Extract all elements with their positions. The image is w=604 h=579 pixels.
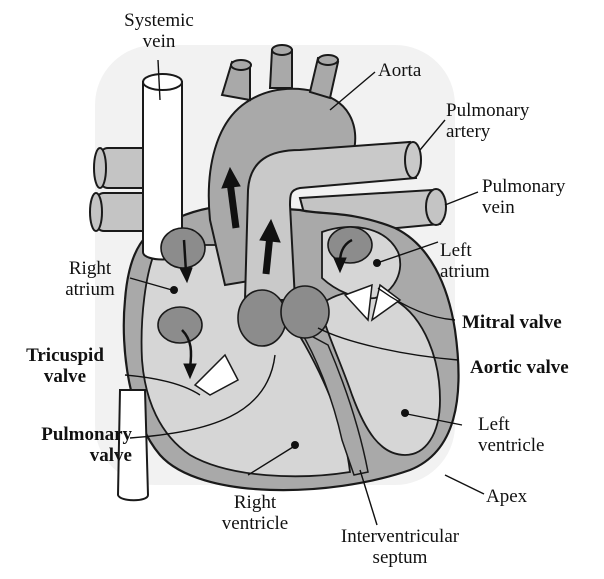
- label-septum-line1: Interventricular: [310, 526, 490, 547]
- label-pulmonary-valve: Pulmonary valve: [8, 424, 132, 466]
- label-pulmonary-valve-line1: Pulmonary: [8, 424, 132, 445]
- pulmonary-valve-shape: [238, 290, 286, 346]
- label-aortic-valve: Aortic valve: [470, 357, 569, 378]
- label-pulmonary-artery-line1: Pulmonary: [446, 100, 529, 121]
- label-septum-line2: septum: [310, 547, 490, 568]
- label-tricuspid-valve-line1: Tricuspid: [10, 345, 120, 366]
- label-right-ventricle: Right ventricle: [200, 492, 310, 534]
- label-left-ventricle-line2: ventricle: [478, 435, 544, 456]
- label-systemic-vein-line2: vein: [104, 31, 214, 52]
- label-pulmonary-artery: Pulmonary artery: [446, 100, 529, 142]
- label-pulmonary-vein-line1: Pulmonary: [482, 176, 565, 197]
- label-left-ventricle-line1: Left: [478, 414, 544, 435]
- label-right-atrium: Right atrium: [50, 258, 130, 300]
- label-right-ventricle-line1: Right: [200, 492, 310, 513]
- label-systemic-vein-line1: Systemic: [104, 10, 214, 31]
- label-tricuspid-valve-line2: valve: [10, 366, 120, 387]
- label-right-atrium-line1: Right: [50, 258, 130, 279]
- label-apex: Apex: [486, 486, 527, 507]
- label-pulmonary-valve-line2: valve: [8, 445, 132, 466]
- label-left-ventricle: Left ventricle: [478, 414, 544, 456]
- label-tricuspid-valve: Tricuspid valve: [10, 345, 120, 387]
- label-pulmonary-artery-line2: artery: [446, 121, 529, 142]
- label-mitral-valve: Mitral valve: [462, 312, 562, 333]
- tricuspid-area-shape: [158, 307, 202, 343]
- label-aorta: Aorta: [378, 60, 421, 81]
- label-right-atrium-line2: atrium: [50, 279, 130, 300]
- label-left-atrium-line1: Left: [440, 240, 490, 261]
- label-pulmonary-vein: Pulmonary vein: [482, 176, 565, 218]
- label-pulmonary-vein-line2: vein: [482, 197, 565, 218]
- label-interventricular-septum: Interventricular septum: [310, 526, 490, 568]
- label-left-atrium-line2: atrium: [440, 261, 490, 282]
- label-left-atrium: Left atrium: [440, 240, 490, 282]
- label-right-ventricle-line2: ventricle: [200, 513, 310, 534]
- label-systemic-vein: Systemic vein: [104, 10, 214, 52]
- right-atrium-upper-valve: [161, 228, 205, 268]
